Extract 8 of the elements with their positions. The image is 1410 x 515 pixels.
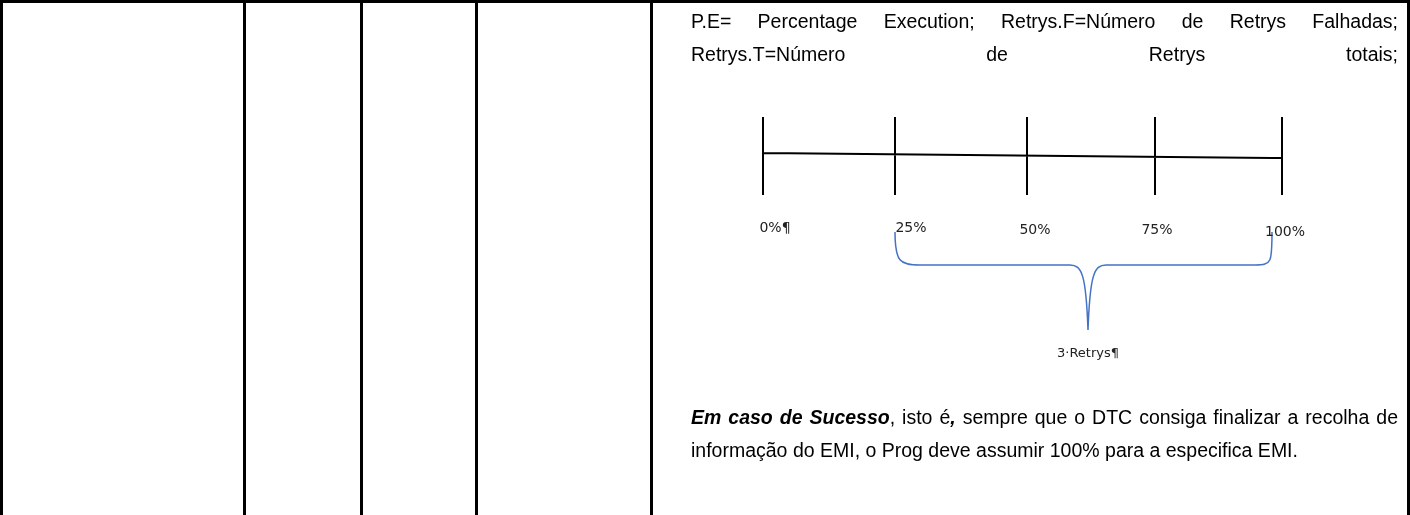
tick-label: 50% bbox=[1019, 221, 1051, 237]
paragraph: Em caso de Sucesso, isto é, sempre que o DTC consiga finalizar a recolha de informação do EMI, o Prog deve assumir 100% para a especifica EMI. bbox=[691, 405, 1398, 463]
tick-label: 25% bbox=[895, 219, 927, 235]
tick-label: 75% bbox=[1141, 221, 1173, 237]
brace-label: 3·Retrys¶ bbox=[1057, 345, 1119, 360]
tick-label: 0%¶ bbox=[759, 219, 791, 235]
tick-label: 100% bbox=[1265, 223, 1305, 239]
paragraph: P.E= Percentage Execution; Retrys.F=Número de Retrys Falhadas; Retrys.T=Número de Retrys totais; bbox=[691, 9, 1398, 67]
